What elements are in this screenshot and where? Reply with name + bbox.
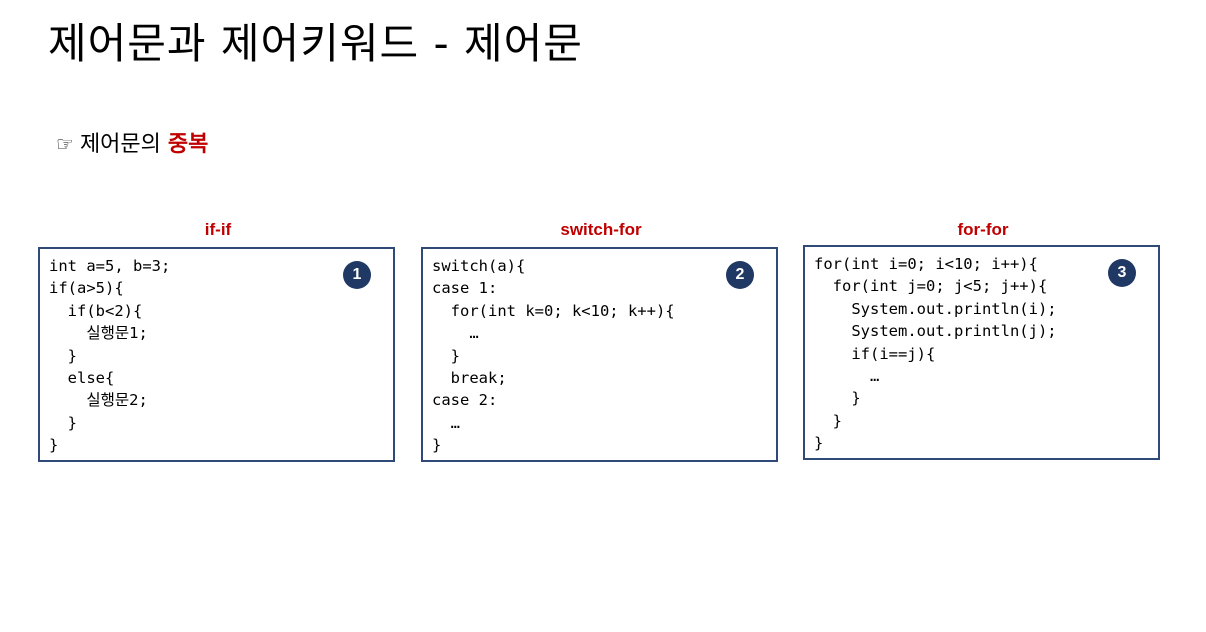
code-panel-switch-for: switch(a){ case 1: for(int k=0; k<10; k+… — [421, 247, 778, 462]
code-block: for(int i=0; i<10; i++){ for(int j=0; j<… — [814, 255, 1057, 453]
subtitle-emphasis: 중복 — [167, 132, 209, 157]
subtitle-prefix: 제어문의 — [79, 132, 161, 157]
code-panel-if-if: int a=5, b=3; if(a>5){ if(b<2){ 실행문1; } … — [38, 247, 395, 462]
number-badge: 1 — [343, 261, 371, 289]
panel-label-if-if: if-if — [204, 220, 232, 239]
pointing-hand-icon: ☞ — [56, 132, 74, 156]
code-panel-for-for: for(int i=0; i<10; i++){ for(int j=0; j<… — [803, 245, 1160, 460]
number-badge: 3 — [1108, 259, 1136, 287]
code-block: switch(a){ case 1: for(int k=0; k<10; k+… — [432, 257, 675, 455]
panel-label-switch-for: switch-for — [560, 220, 642, 239]
section-subtitle: ☞제어문의 중복 — [56, 128, 208, 161]
panel-label-for-for: for-for — [957, 220, 1009, 239]
number-badge: 2 — [726, 261, 754, 289]
code-block: int a=5, b=3; if(a>5){ if(b<2){ 실행문1; } … — [49, 257, 171, 455]
page-title: 제어문과 제어키워드 - 제어문 — [48, 19, 583, 68]
